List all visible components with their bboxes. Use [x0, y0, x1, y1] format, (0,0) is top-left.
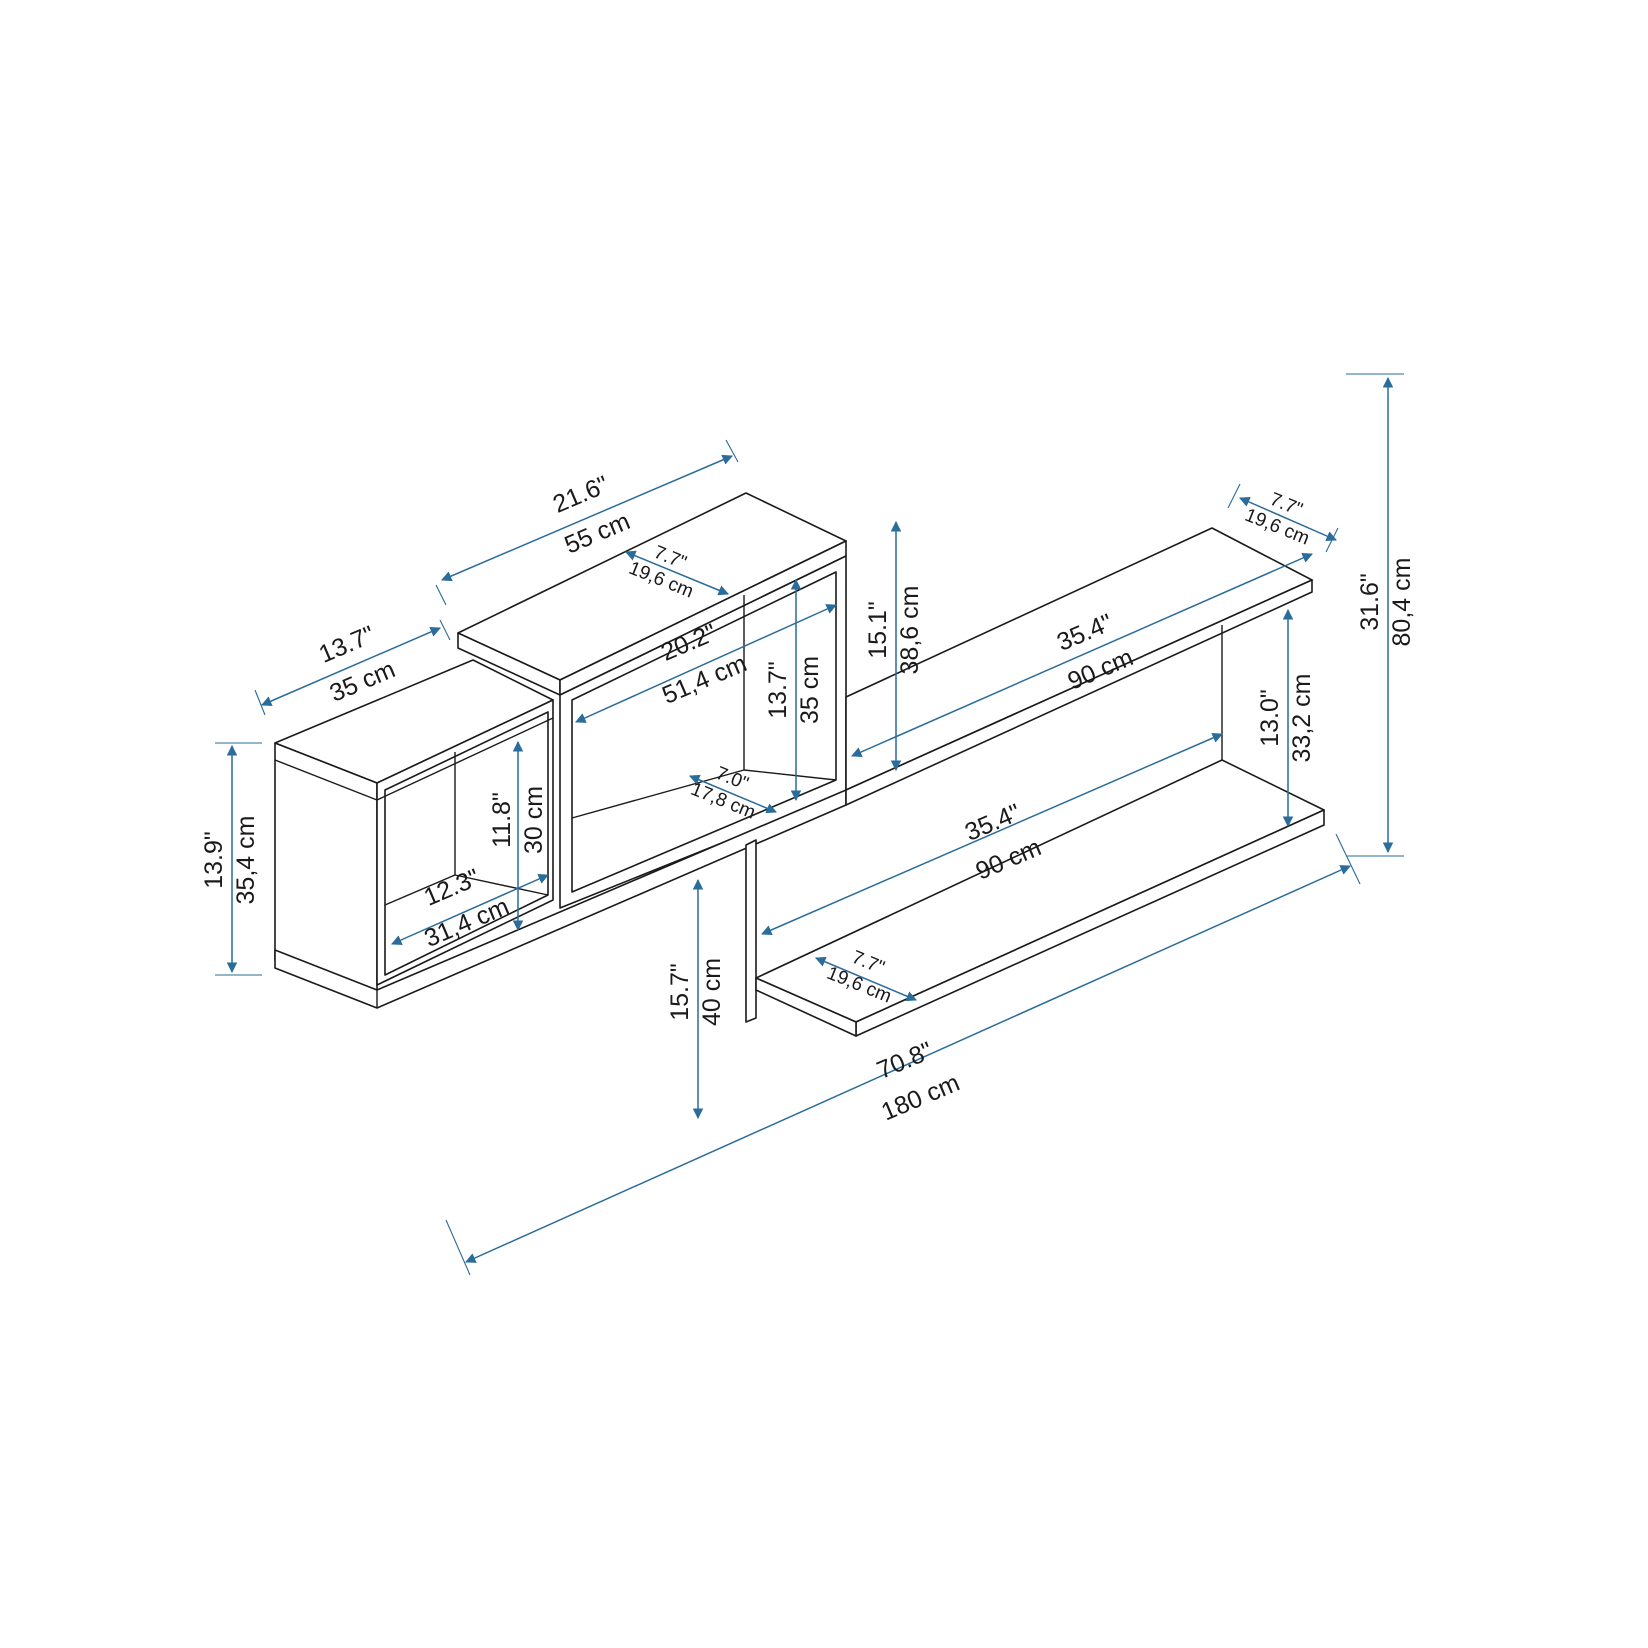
left-height-in: 13.9" — [200, 831, 228, 889]
left-height-cm: 35,4 cm — [232, 816, 260, 905]
left-inner-height-in: 11.8" — [488, 792, 516, 848]
total-height-in: 31.6" — [1356, 573, 1384, 631]
gap-height-in: 15.1" — [864, 601, 892, 659]
left-inner-height-cm: 30 cm — [520, 786, 548, 854]
mid-inner-height-cm: 35 cm — [796, 656, 824, 724]
shelf-unit — [274, 492, 1325, 1037]
right-inner-height-cm: 33,2 cm — [1288, 674, 1316, 763]
lower-shelf-width-in: 35.4" — [961, 799, 1025, 847]
lower-height-in: 15.7" — [666, 963, 694, 1021]
lower-height-cm: 40 cm — [698, 958, 726, 1026]
gap-height-cm: 38,6 cm — [896, 586, 924, 675]
total-height-cm: 80,4 cm — [1388, 558, 1416, 647]
total-width-in: 70.8" — [873, 1037, 937, 1085]
top-width-cm: 55 cm — [560, 507, 634, 559]
right-inner-height-in: 13.0" — [1256, 689, 1284, 747]
left-width-in: 13.7" — [315, 621, 379, 669]
mid-inner-height-in: 13.7" — [764, 661, 792, 719]
dimension-lines — [215, 373, 1404, 1276]
